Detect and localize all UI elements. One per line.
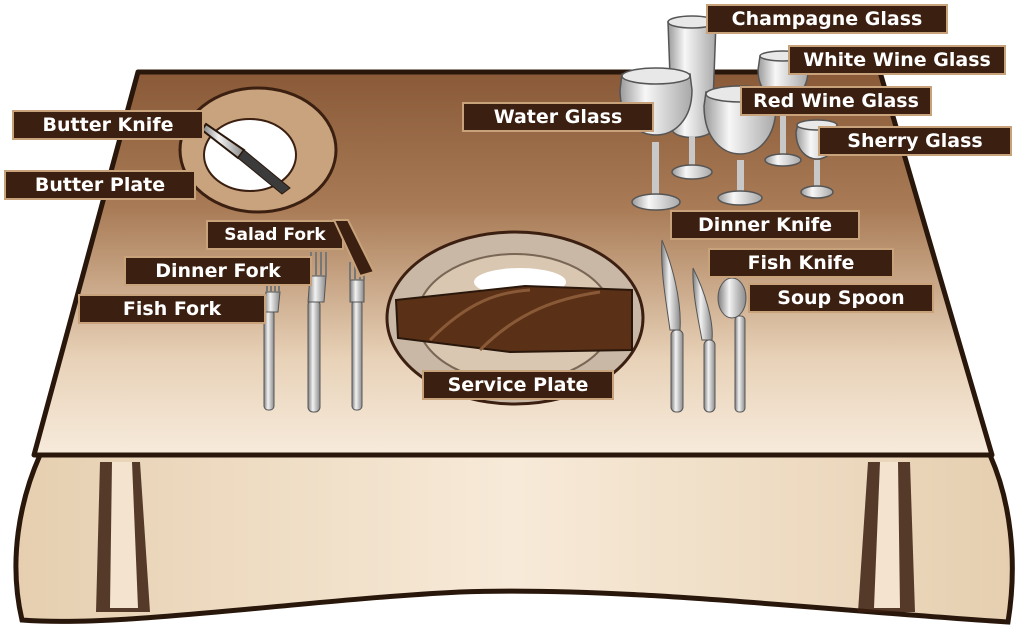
label-dinner-fork: Dinner Fork	[124, 256, 312, 286]
label-fish-fork: Fish Fork	[78, 294, 266, 324]
butter-plate	[178, 86, 338, 214]
label-white-wine-glass: White Wine Glass	[788, 45, 1006, 75]
butter-knife	[200, 122, 291, 195]
salad-fork	[349, 262, 365, 411]
dinner-fork	[307, 252, 327, 413]
label-butter-knife: Butter Knife	[12, 110, 204, 140]
tablecloth-drape	[13, 452, 1015, 625]
drape-fold-left-inner	[110, 462, 138, 608]
label-fish-knife: Fish Knife	[708, 248, 894, 278]
napkin	[394, 284, 633, 354]
label-salad-fork: Salad Fork	[206, 220, 344, 250]
label-dinner-knife: Dinner Knife	[670, 210, 860, 240]
salad-fork-pointer	[332, 219, 376, 278]
label-butter-plate: Butter Plate	[4, 170, 196, 200]
label-red-wine-glass: Red Wine Glass	[740, 86, 932, 116]
label-champagne-glass: Champagne Glass	[706, 4, 948, 34]
label-soup-spoon: Soup Spoon	[748, 283, 934, 313]
label-water-glass: Water Glass	[462, 102, 654, 132]
soup-spoon	[717, 277, 747, 413]
dinner-knife	[661, 239, 684, 413]
drape-fold-right-inner	[874, 462, 900, 608]
fish-knife	[692, 267, 716, 413]
label-sherry-glass: Sherry Glass	[818, 126, 1012, 156]
label-service-plate: Service Plate	[422, 370, 614, 400]
